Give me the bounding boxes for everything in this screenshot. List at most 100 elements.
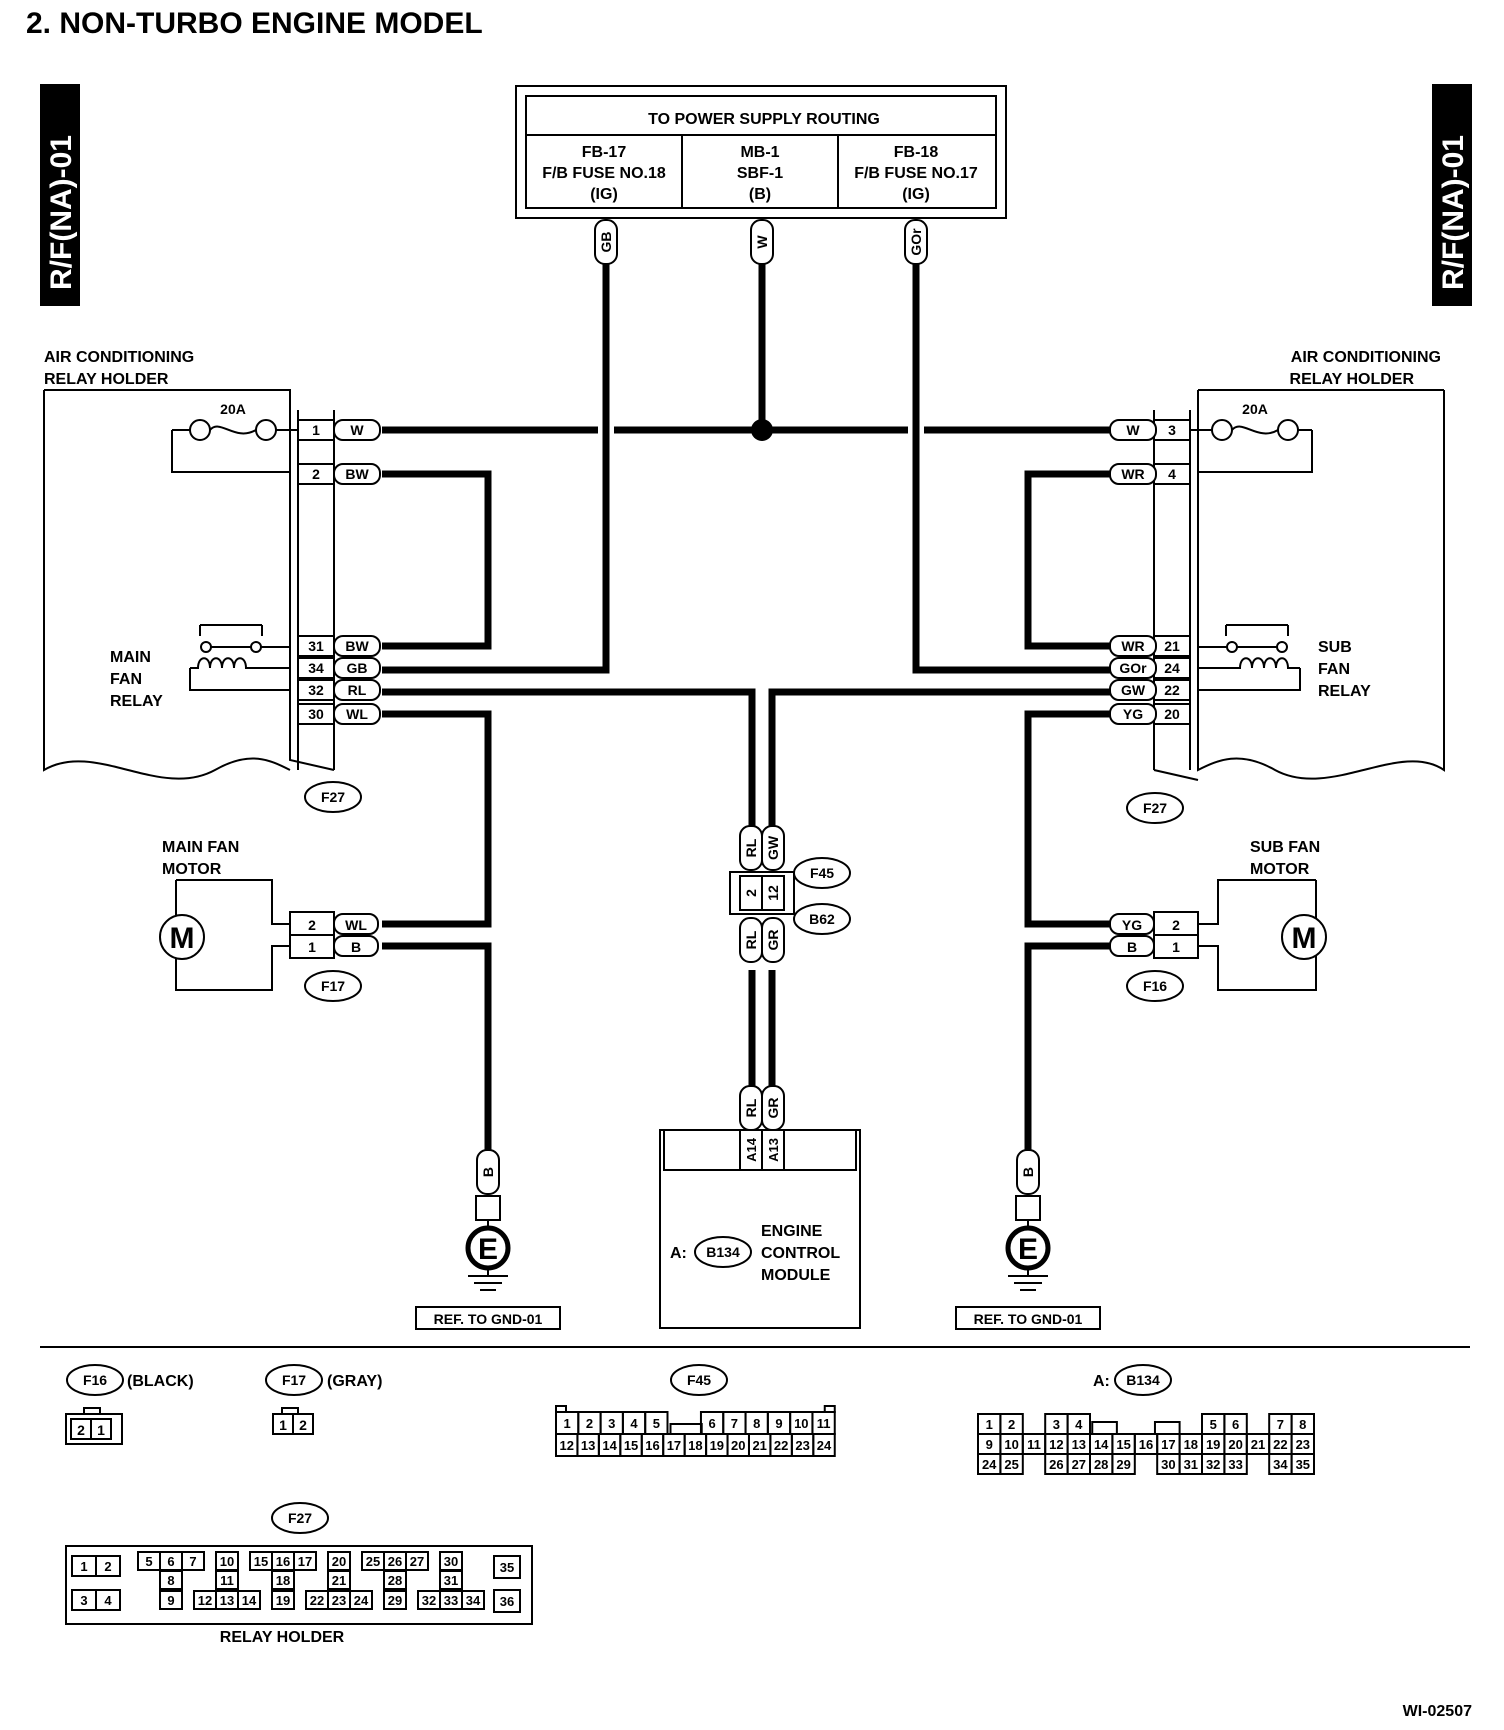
- f45-pin-number: 11: [817, 1416, 831, 1431]
- f27-pin-number: 35: [500, 1560, 514, 1575]
- engine-control-module: RL GR A14 A13 A: B134 ENGINE CONTROL MOD…: [659, 1085, 861, 1329]
- main-relay-label1: MAIN: [110, 649, 151, 666]
- ecm-wire-gr: GR: [765, 1098, 781, 1119]
- wire-tag: [1109, 463, 1157, 485]
- main-motor-wire-b: B: [351, 939, 361, 955]
- wire-color-label: GB: [347, 660, 368, 676]
- sub-motor-pin2: 2: [1172, 917, 1180, 933]
- f27-pin-number: 28: [388, 1573, 402, 1588]
- pin-number: 22: [1164, 682, 1180, 698]
- right-f27-label: F27: [1143, 800, 1167, 816]
- b134-pin-number: 30: [1161, 1457, 1175, 1472]
- f27-pin: [493, 1555, 521, 1579]
- f27-pin: [271, 1590, 295, 1610]
- f27-pin: [181, 1551, 205, 1571]
- wire-tag: [333, 419, 381, 441]
- f45-pin-number: 6: [708, 1416, 715, 1431]
- f27-pin-number: 34: [466, 1593, 481, 1608]
- b134-pin-number: 5: [1210, 1417, 1217, 1432]
- power-col-3-line2: F/B FUSE NO.17: [854, 165, 978, 182]
- b134-pin-number: 34: [1273, 1457, 1288, 1472]
- figure-id: WI-02507: [1403, 1703, 1472, 1720]
- pin-number: 31: [308, 638, 324, 654]
- b134-pin-number: 21: [1251, 1437, 1265, 1452]
- f27-pin: [95, 1589, 121, 1611]
- wire-color-label: YG: [1123, 706, 1143, 722]
- sub-motor-label2: MOTOR: [1250, 861, 1310, 878]
- wire-w-label: W: [754, 235, 770, 249]
- f27-pin-number: 4: [104, 1593, 112, 1608]
- f27-pin-number: 10: [220, 1554, 234, 1569]
- f27-pin-number: 32: [422, 1593, 436, 1608]
- ground-e-label: E: [1018, 1233, 1038, 1266]
- wire-tag: [333, 635, 381, 657]
- main-motor-label2: MOTOR: [162, 861, 222, 878]
- f27-pin: [439, 1570, 463, 1590]
- b134-pin-number: 33: [1228, 1457, 1242, 1472]
- f27-pin: [327, 1570, 351, 1590]
- b134-pin-number: 16: [1139, 1437, 1153, 1452]
- ecm-pin-a14: A14: [744, 1137, 759, 1162]
- f45-pin-number: 9: [775, 1416, 782, 1431]
- wire-color-label: WL: [346, 706, 368, 722]
- wire-color-label: RL: [348, 682, 367, 698]
- b134-pin-number: 23: [1296, 1437, 1310, 1452]
- ground-wire-tag: [476, 1149, 500, 1195]
- main-motor-pin1: 1: [308, 939, 316, 955]
- f27-pin: [405, 1551, 429, 1571]
- wire-tag: [333, 703, 381, 725]
- f27-pin-number: 17: [298, 1554, 312, 1569]
- f27-pin: [493, 1589, 521, 1613]
- left-f27-label: F27: [321, 789, 345, 805]
- f27-pin-number: 20: [332, 1554, 346, 1569]
- ecm-wire-rl: RL: [743, 1098, 759, 1117]
- b134-pin: [1223, 1453, 1248, 1475]
- side-tab-right: [1432, 84, 1472, 306]
- ground-e-label: E: [478, 1233, 498, 1266]
- legend-f16-pin: 1: [97, 1422, 105, 1438]
- power-col-2-line2: SBF-1: [737, 165, 783, 182]
- b134-pin-number: 18: [1184, 1437, 1198, 1452]
- sub-relay-label3: RELAY: [1318, 683, 1371, 700]
- f45-pin-number: 22: [774, 1438, 788, 1453]
- f45-pin-number: 14: [602, 1438, 617, 1453]
- side-tab-left: [40, 84, 80, 306]
- wire-tag: [333, 679, 381, 701]
- wire-tag: [333, 463, 381, 485]
- b134-pin-number: 17: [1161, 1437, 1175, 1452]
- main-relay-label3: RELAY: [110, 693, 163, 710]
- ecm-prefix: A:: [670, 1245, 687, 1262]
- left-f27-tag: [304, 781, 362, 813]
- sub-motor-symbol: M: [1292, 922, 1317, 955]
- f27-pin: [383, 1570, 407, 1590]
- f27-pin-number: 6: [167, 1554, 174, 1569]
- f27-pin-number: 11: [220, 1573, 234, 1588]
- b134-pin-number: 20: [1228, 1437, 1242, 1452]
- right-fuse-label: 20A: [1242, 401, 1268, 417]
- legend-f27-caption: RELAY HOLDER: [220, 1629, 345, 1646]
- f27-pin-number: 29: [388, 1593, 402, 1608]
- legend-f27-name: F27: [288, 1510, 312, 1526]
- f27-pin-number: 27: [410, 1554, 424, 1569]
- right-fuse: 20A: [1190, 401, 1313, 473]
- b134-pin-number: 14: [1094, 1437, 1109, 1452]
- b134-pin-number: 6: [1232, 1417, 1239, 1432]
- power-col-1-line1: FB-17: [582, 144, 627, 161]
- f27-pin-number: 21: [332, 1573, 346, 1588]
- power-col-1-line3: (IG): [590, 186, 618, 203]
- center-wire-rl-lower: RL: [743, 930, 759, 949]
- sub-relay-label2: FAN: [1318, 661, 1350, 678]
- main-motor-symbol: M: [170, 922, 195, 955]
- right-f27-tag: [1126, 792, 1184, 824]
- f27-pin-number: 8: [167, 1573, 174, 1588]
- ground-wire-tag: [1016, 1149, 1040, 1195]
- b134-pin-number: 24: [982, 1457, 997, 1472]
- power-wire-labels: GB W GOr: [594, 219, 928, 265]
- f27-pin-number: 7: [189, 1554, 196, 1569]
- b134-pin-number: 9: [986, 1437, 993, 1452]
- sub-relay-label1: SUB: [1318, 639, 1352, 656]
- pin-number: 1: [312, 422, 320, 438]
- ground-connector: [1015, 1195, 1041, 1221]
- f27-pin: [159, 1570, 183, 1590]
- f27-pin: [293, 1551, 317, 1571]
